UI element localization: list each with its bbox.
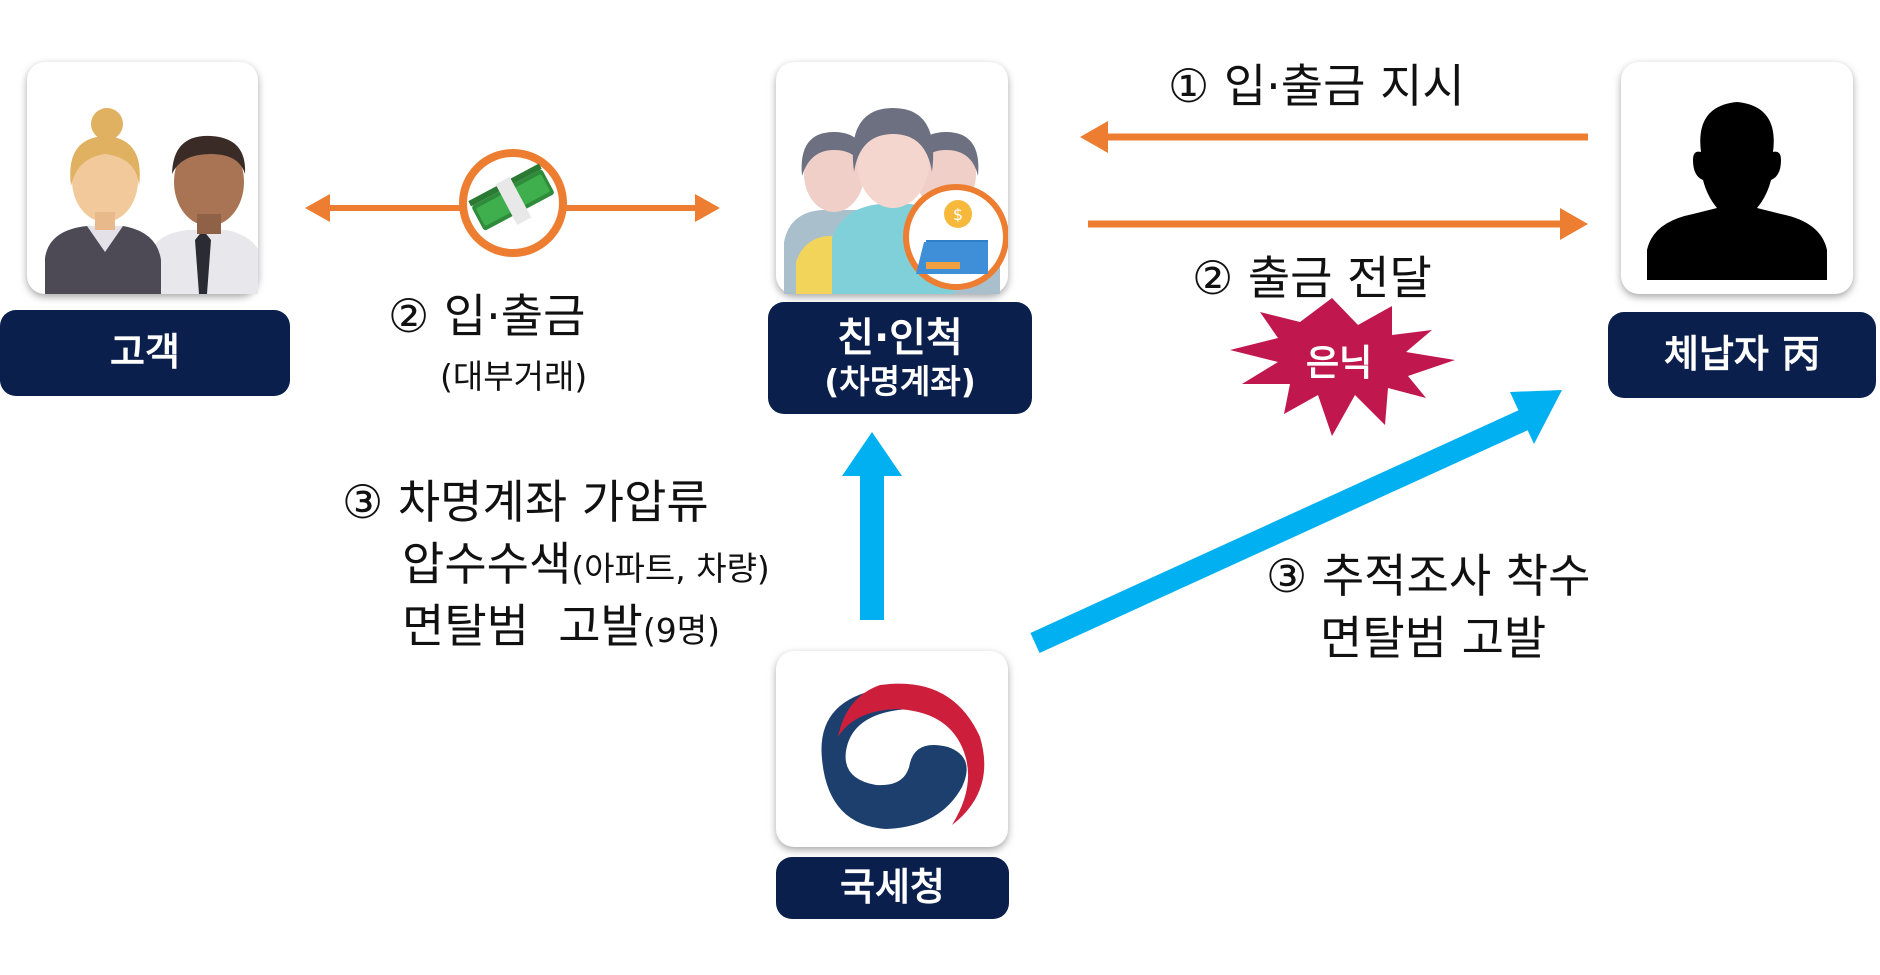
action-left-line2-small: (아파트, 차량) xyxy=(571,549,770,588)
action-left-line1: ③ 차명계좌 가압류 xyxy=(342,475,709,529)
action-left-line2: 압수수색(아파트, 차량) xyxy=(402,528,770,594)
action-left-line3-main: 면탈범 고발 xyxy=(402,599,643,653)
delinquent-label: 체납자 丙 xyxy=(1608,312,1876,398)
withdraw-label: ② 출금 전달 xyxy=(1192,251,1432,305)
conceal-label: 은닉 xyxy=(1306,343,1373,384)
silhouette-icon xyxy=(1647,102,1827,280)
delinquent-card xyxy=(1621,62,1853,294)
people-icon xyxy=(45,108,258,294)
relatives-sublabel: (차명계좌) xyxy=(824,361,976,401)
relatives-label-text: 친·인척 xyxy=(837,314,963,361)
conceal-burst xyxy=(1230,298,1455,436)
action-left-line3: 면탈범 고발(9명) xyxy=(402,590,720,656)
instruction-arrow xyxy=(1080,121,1588,153)
relatives-label: 친·인척 (차명계좌) xyxy=(768,302,1032,414)
taegeuk-logo xyxy=(821,683,985,829)
nts-card xyxy=(776,651,1008,847)
nts-label-text: 국세청 xyxy=(840,865,945,910)
withdraw-arrow xyxy=(1088,208,1588,240)
customer-card xyxy=(27,62,258,294)
deposit-label: ② 입·출금 xyxy=(388,289,586,343)
svg-text:$: $ xyxy=(953,205,963,224)
nts-label: 국세청 xyxy=(776,857,1009,919)
cash-icon xyxy=(459,149,567,257)
trace-arrow xyxy=(1030,390,1562,654)
seize-arrow xyxy=(842,432,902,620)
deposit-sublabel: (대부거래) xyxy=(440,357,588,396)
action-left-line3-small: (9명) xyxy=(642,611,720,650)
customer-label: 고객 xyxy=(0,310,290,396)
family-coin-icon: $ xyxy=(784,108,1008,294)
action-right-line2: 면탈범 고발 xyxy=(1320,611,1547,665)
action-left-line2-main: 압수수색 xyxy=(402,537,572,591)
relatives-card: $ xyxy=(776,62,1008,294)
action-right-line1: ③ 추적조사 착수 xyxy=(1266,549,1591,603)
instruction-label: ① 입·출금 지시 xyxy=(1168,59,1465,113)
customer-label-text: 고객 xyxy=(110,330,180,375)
delinquent-label-text: 체납자 丙 xyxy=(1663,332,1821,377)
